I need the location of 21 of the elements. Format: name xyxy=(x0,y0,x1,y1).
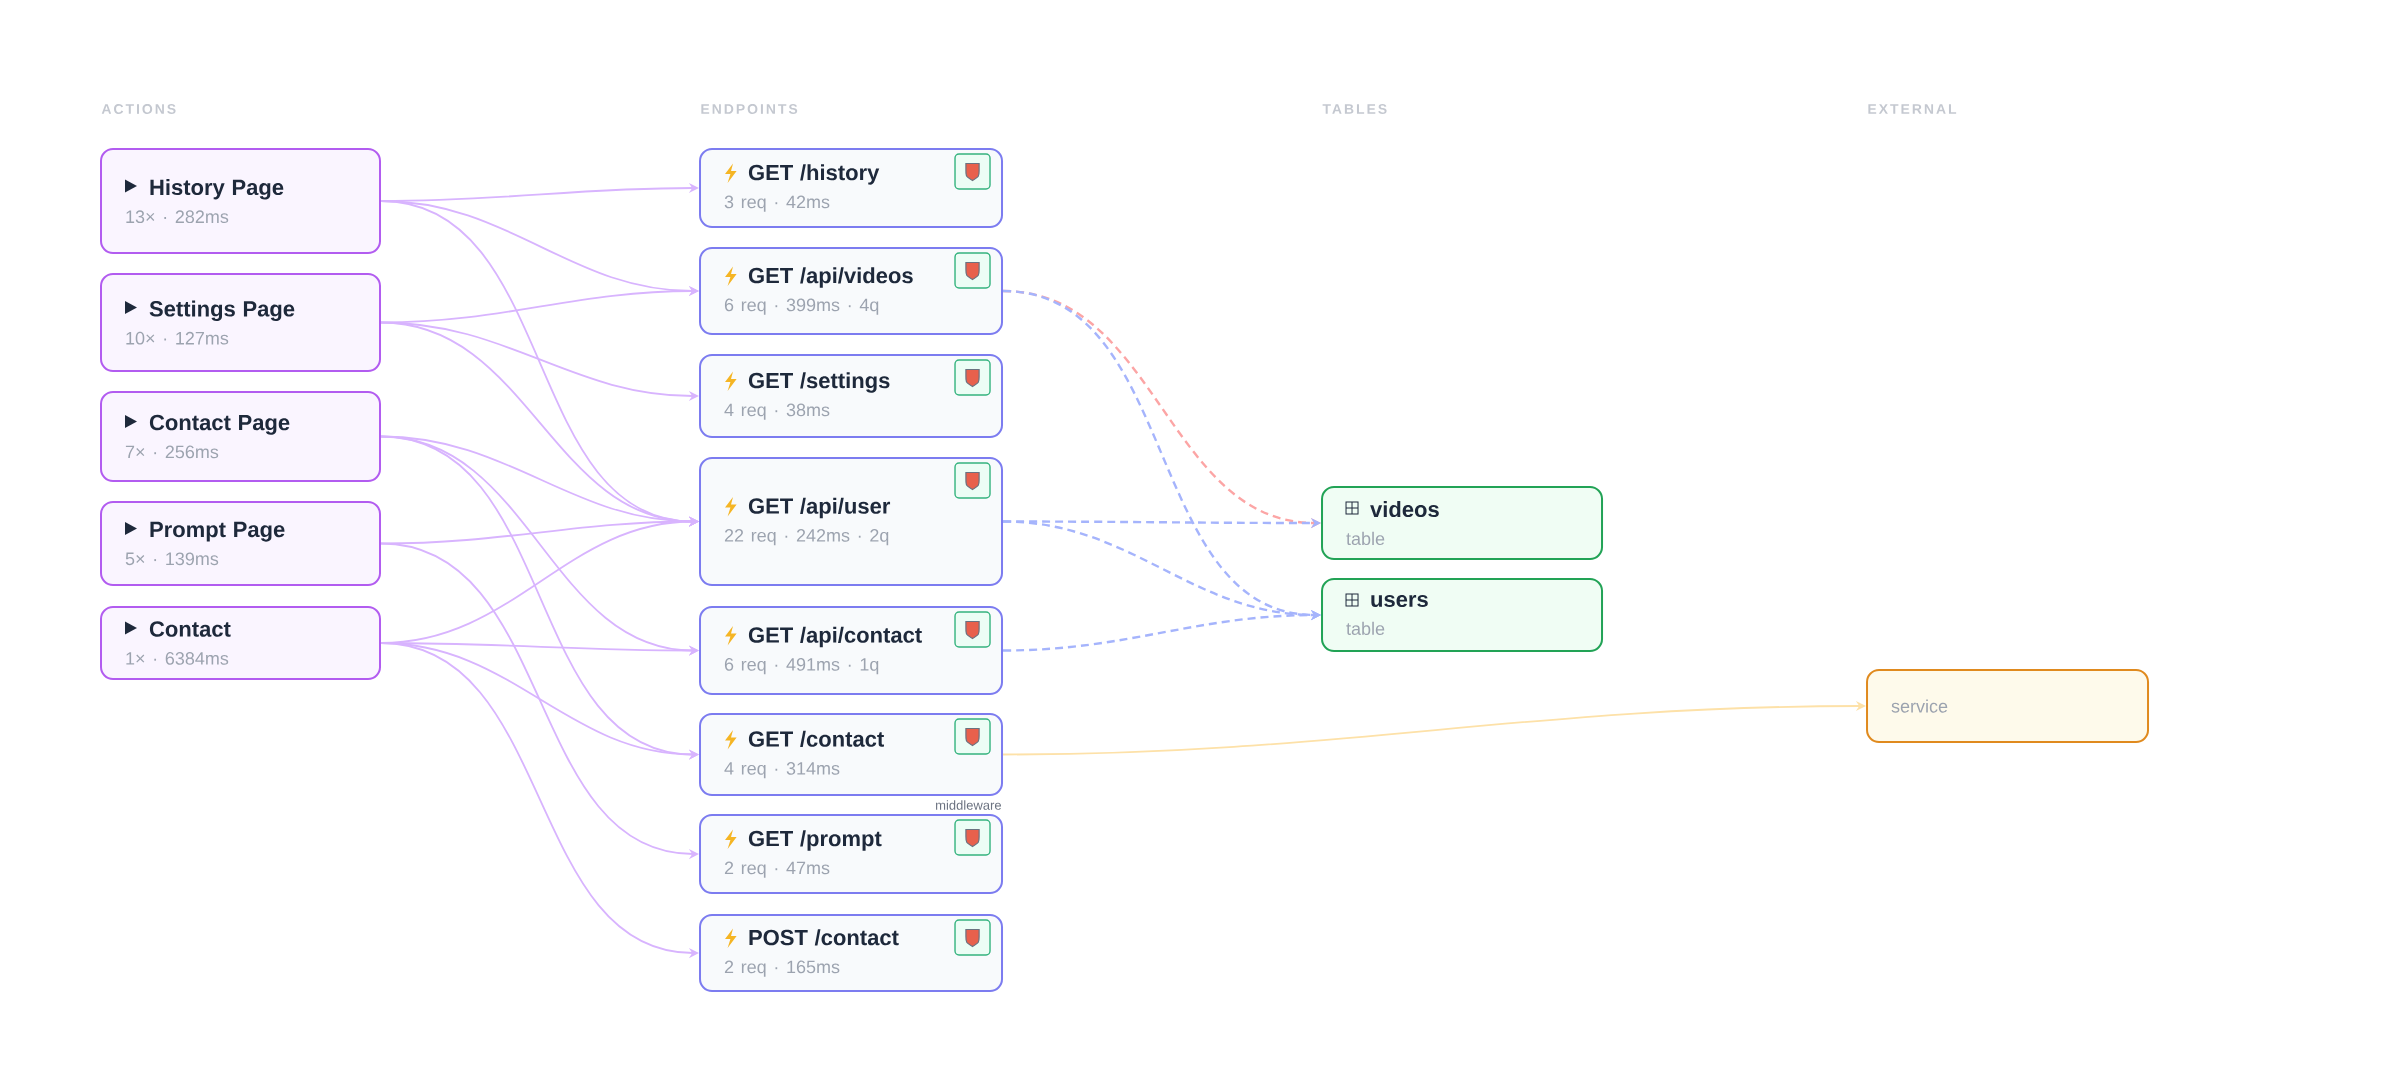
endpoint-box: GET /api/videos 6 req · 399ms · 4q xyxy=(699,247,1003,335)
table-box: users table xyxy=(1321,578,1604,652)
column-header: EXTERNAL xyxy=(1868,104,1957,114)
action-box: Prompt Page 5× · 139ms xyxy=(100,501,381,586)
column-header: ACTIONS xyxy=(101,104,176,114)
endpoint-box: GET /history 3 req · 42ms xyxy=(699,148,1003,228)
service-box: service xyxy=(1866,669,2150,743)
endpoint-box: GET /contact 4 req · 314ms xyxy=(699,713,1003,796)
endpoint-box: GET /api/contact 6 req · 491ms · 1q xyxy=(699,606,1003,695)
endpoint-box: POST /contact 2 req · 165ms xyxy=(699,914,1003,992)
action-box: Contact Page 7× · 256ms xyxy=(100,391,381,482)
action-box: Contact 1× · 6384ms xyxy=(100,606,381,680)
action-box: History Page 13× · 282ms xyxy=(100,148,381,254)
endpoint-box: GET /prompt 2 req · 47ms xyxy=(699,814,1003,894)
endpoint-box: GET /api/user 22 req · 242ms · 2q xyxy=(699,457,1003,586)
endpoint-box: GET /settings 4 req · 38ms xyxy=(699,354,1003,438)
column-header: TABLES xyxy=(1322,104,1387,114)
note-label: middleware xyxy=(936,800,1001,810)
column-header: ENDPOINTS xyxy=(701,104,798,114)
action-box: Settings Page 10× · 127ms xyxy=(100,273,381,372)
table-box: videos table xyxy=(1321,486,1604,560)
